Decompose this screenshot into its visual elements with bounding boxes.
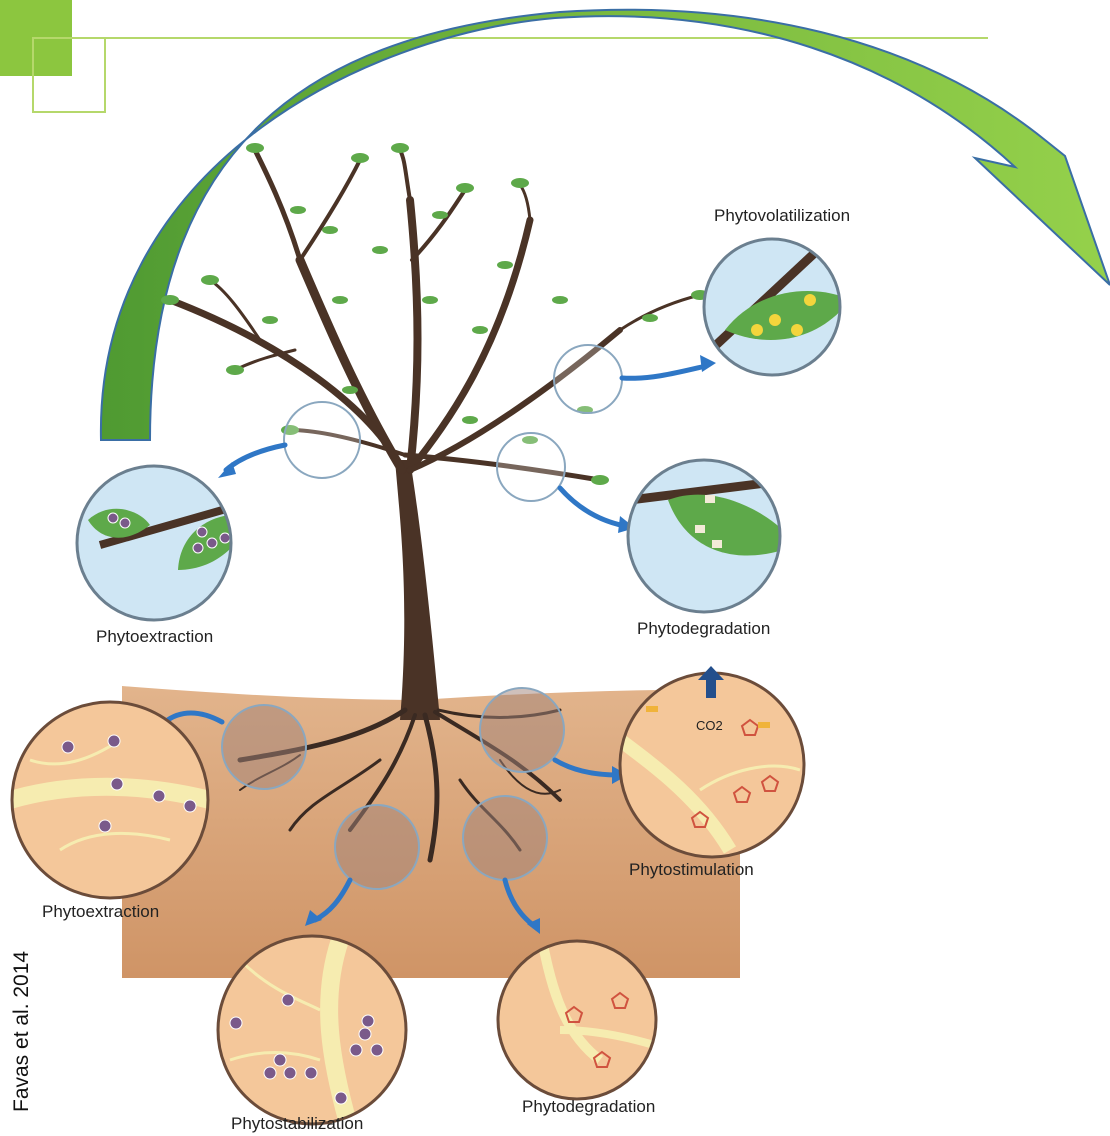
label-phytodegradation-root: Phytodegradation bbox=[522, 1097, 655, 1116]
label-phytostimulation: Phytostimulation bbox=[629, 860, 754, 879]
co2-label: CO2 bbox=[696, 718, 723, 733]
inset-phytoextraction-leaf bbox=[77, 466, 250, 620]
inset-phytostabilization bbox=[218, 936, 406, 1130]
label-phytovolatilization: Phytovolatilization bbox=[714, 206, 850, 225]
tree bbox=[161, 143, 709, 720]
label-phytostabilization: Phytostabilization bbox=[231, 1114, 363, 1133]
label-phytodegradation-leaf: Phytodegradation bbox=[637, 619, 770, 638]
inset-phytoextraction-root bbox=[10, 702, 210, 898]
label-phytoextraction-leaf: Phytoextraction bbox=[96, 627, 213, 646]
citation: Favas et al. 2014 bbox=[10, 972, 34, 1112]
tree-trunk bbox=[395, 460, 440, 720]
inset-phytodegradation-leaf bbox=[628, 460, 796, 612]
label-phytoextraction-root: Phytoextraction bbox=[42, 902, 159, 921]
inset-phytovolatilization bbox=[700, 220, 858, 375]
